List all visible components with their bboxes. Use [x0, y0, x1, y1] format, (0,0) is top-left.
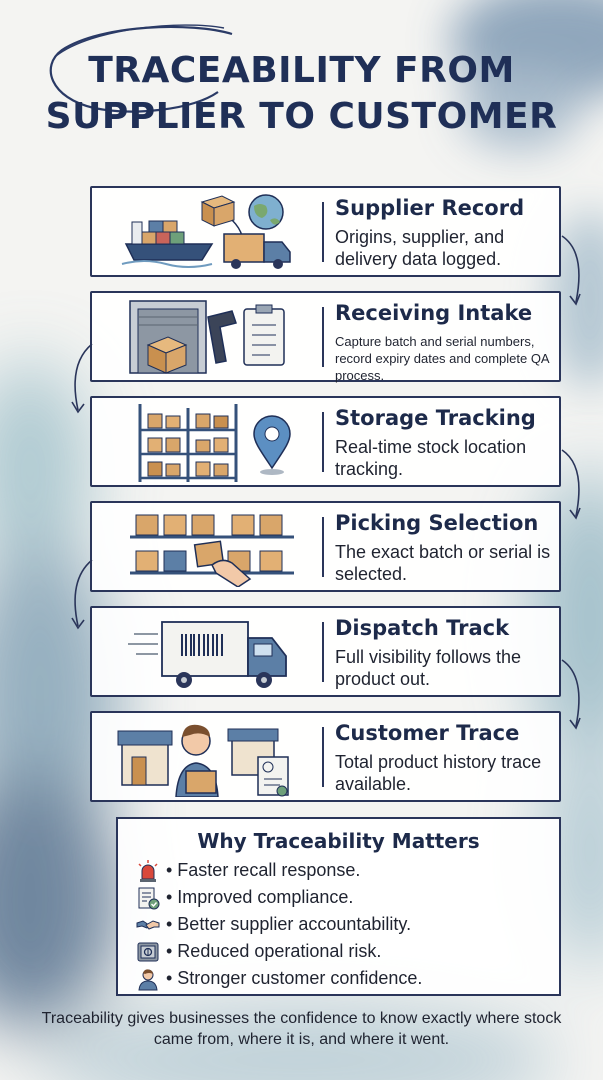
title-circle-doodle [49, 24, 233, 113]
step-description: Total product history trace available. [335, 752, 542, 794]
safe-vault-icon [137, 942, 159, 962]
step-customer-trace: Customer Trace Total product history tra… [90, 711, 561, 802]
connector-arrow-icon [71, 343, 93, 414]
alarm-siren-icon [138, 860, 158, 882]
clipboard-icon [243, 304, 285, 366]
step-description: Real-time stock location tracking. [335, 437, 527, 479]
dispatch-illustration [128, 621, 287, 688]
step-description: Origins, supplier, and delivery data log… [335, 227, 505, 269]
page-title: TRACEABILITY FROM SUPPLIER TO CUSTOMER [45, 50, 558, 137]
step-description: The exact batch or serial is selected. [335, 542, 551, 584]
step-storage-tracking: Storage Tracking Real-time stock locatio… [90, 396, 561, 487]
customer-illustration [117, 724, 289, 797]
connector-arrow-icon [561, 659, 581, 730]
storefront-icon [117, 730, 173, 786]
step-picking-selection: Picking Selection The exact batch or ser… [90, 501, 561, 592]
step-receiving-intake: Receiving Intake Capture batch and seria… [90, 291, 561, 383]
step-title: Storage Tracking [335, 406, 536, 430]
step-divider [322, 517, 324, 577]
step-title: Receiving Intake [335, 301, 533, 325]
why-item: • Improved compliance. [136, 886, 556, 910]
box-icon [146, 336, 188, 374]
connector-arrow-icon [71, 559, 93, 630]
why-item: • Better supplier accountability. [136, 913, 556, 937]
why-title: Why Traceability Matters [197, 829, 480, 853]
step-description: Capture batch and serial numbers, record… [335, 334, 549, 383]
barcode-scanner-icon [207, 310, 237, 364]
step-title: Dispatch Track [335, 616, 510, 640]
warehouse-shelves-icon [138, 404, 238, 482]
step-divider [322, 307, 324, 367]
receiving-illustration [129, 300, 285, 374]
why-item-text: • Improved compliance. [166, 887, 354, 907]
step-title: Customer Trace [335, 721, 520, 745]
step-description: Full visibility follows the product out. [335, 647, 522, 689]
step-title: Supplier Record [335, 196, 525, 220]
step-divider [322, 622, 324, 682]
title-block: TRACEABILITY FROM SUPPLIER TO CUSTOMER [0, 48, 603, 140]
globe-icon [248, 194, 284, 230]
delivery-truck-icon [223, 233, 291, 269]
why-traceability-panel: Why Traceability Matters • Faster recall… [116, 817, 561, 996]
step-divider [322, 727, 324, 787]
why-item: • Faster recall response. [136, 859, 556, 883]
why-item-text: • Stronger customer confidence. [166, 968, 423, 988]
picking-illustration [130, 514, 294, 587]
picked-box-hand-icon [193, 540, 252, 587]
happy-customer-icon [175, 724, 219, 797]
step-divider [322, 412, 324, 472]
cargo-ship-icon [121, 220, 214, 268]
why-item-text: • Faster recall response. [166, 860, 361, 880]
footer-summary: Traceability gives businesses the confid… [41, 1010, 562, 1048]
step-supplier-record: Supplier Record Origins, supplier, and d… [90, 186, 561, 277]
connector-arrow-icon [561, 235, 581, 306]
location-pin-icon [253, 415, 291, 475]
step-title: Picking Selection [335, 511, 539, 535]
shelf-boxes-icon [130, 514, 294, 575]
handshake-icon [136, 920, 160, 930]
box-icon [200, 195, 236, 227]
speed-lines-icon [128, 633, 158, 655]
storefront-icon [227, 728, 279, 776]
connector-arrow-icon [561, 449, 581, 520]
supplier-illustration [121, 194, 291, 269]
why-item: • Stronger customer confidence. [136, 967, 556, 991]
step-divider [322, 202, 324, 262]
receipt-document-icon [257, 756, 289, 797]
customer-person-icon [138, 969, 158, 991]
step-dispatch-track: Dispatch Track Full visibility follows t… [90, 606, 561, 697]
storage-illustration [138, 404, 291, 482]
dispatch-truck-icon [161, 621, 287, 688]
why-item-text: • Better supplier accountability. [166, 914, 412, 934]
why-item-text: • Reduced operational risk. [166, 941, 382, 961]
compliance-document-icon [138, 887, 160, 910]
why-item: • Reduced operational risk. [136, 940, 556, 964]
